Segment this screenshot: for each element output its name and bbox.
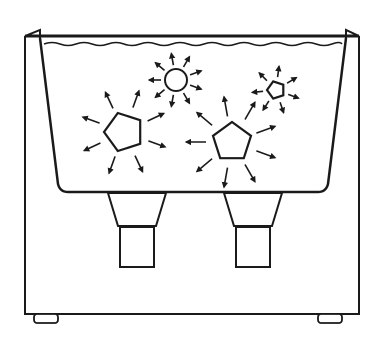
bubble-body xyxy=(164,68,188,92)
liquid-surface-icon xyxy=(43,41,343,47)
cavitation-ray-icon xyxy=(189,69,203,76)
cavitation-ray-icon xyxy=(258,71,268,82)
cabinet-right-lip xyxy=(345,28,360,40)
cavitation-ray-icon xyxy=(262,100,270,112)
cavitation-ray-icon xyxy=(104,90,114,109)
cavitation-ray-icon xyxy=(275,64,282,78)
cavitation-ray-icon xyxy=(256,125,277,134)
cavitation-ray-icon xyxy=(250,88,264,96)
transducer-icon-right xyxy=(222,192,284,268)
cavitation-ray-icon xyxy=(221,95,229,117)
cavitation-ray-icon xyxy=(134,155,144,174)
transducers xyxy=(106,192,284,268)
basin xyxy=(38,37,348,194)
cavitation-ray-icon xyxy=(107,156,116,175)
cavitation-ray-icon xyxy=(82,142,101,152)
cavitation-ray-icon xyxy=(132,89,141,108)
cavitation-ray-icon xyxy=(182,92,191,105)
cavitation-ray-icon xyxy=(154,88,166,99)
cavitation-ray-icon xyxy=(169,52,176,66)
cavitation-ray-icon xyxy=(148,140,167,149)
cavitation-ray-icon xyxy=(182,55,191,68)
cavitation-ray-icon xyxy=(195,158,213,173)
transducer-right-horn xyxy=(222,192,284,227)
cavitation-bubbles xyxy=(81,52,300,189)
bubble-body xyxy=(211,120,253,160)
tank-icon xyxy=(24,28,360,315)
transducer-icon-left xyxy=(106,192,168,268)
cavitation-ray-icon xyxy=(81,115,100,124)
transducer-right-body xyxy=(235,226,271,268)
cavitation-ray-icon xyxy=(278,102,286,115)
cavitation-ray-icon xyxy=(195,111,213,126)
bubble-body xyxy=(102,111,142,153)
cavitation-ray-icon xyxy=(286,76,298,84)
cavitation-ray-icon xyxy=(221,167,229,189)
transducer-left-horn xyxy=(106,192,168,227)
foot-icon-right xyxy=(317,313,343,324)
basin-wall xyxy=(38,37,348,194)
cavitation-ray-icon xyxy=(169,94,176,108)
bubble-body xyxy=(265,80,285,100)
cavitation-ray-icon xyxy=(287,93,300,100)
cavitation-ray-icon xyxy=(189,84,203,91)
cavitation-ray-icon xyxy=(256,150,277,159)
bubble-icon-bubble-pentagon-center xyxy=(184,95,277,189)
feet xyxy=(33,313,343,324)
bubble-icon-bubble-pentagon-left xyxy=(81,89,167,175)
foot-icon-left xyxy=(33,313,59,324)
bubble-icon-bubble-small-top xyxy=(147,52,203,108)
cavitation-ray-icon xyxy=(154,61,166,72)
transducer-left-body xyxy=(119,226,155,268)
cavitation-ray-icon xyxy=(244,101,256,120)
cabinet-outline xyxy=(24,36,360,315)
cavitation-ray-icon xyxy=(244,164,256,183)
cavitation-ray-icon xyxy=(147,112,166,122)
bubble-icon-bubble-pentagon-right-small xyxy=(250,64,300,115)
cabinet-left-lip xyxy=(24,28,41,40)
